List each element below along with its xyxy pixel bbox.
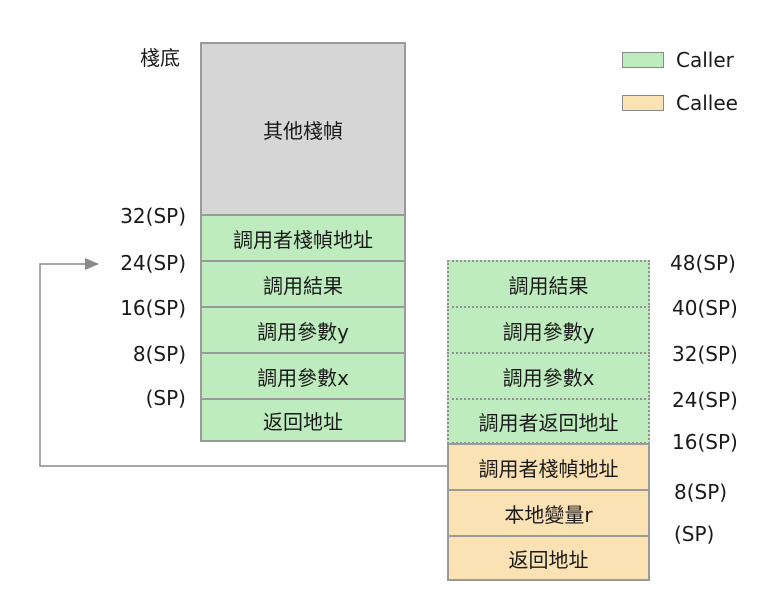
right-offset-8: 8(SP) [674, 480, 728, 504]
right-offset-40: 40(SP) [672, 296, 738, 320]
legend-caller-label: Caller [676, 48, 734, 72]
legend-callee-swatch [622, 95, 664, 111]
left-offset-16: 16(SP) [120, 296, 186, 320]
left-offset-0: (SP) [145, 386, 186, 410]
left-offset-8: 8(SP) [132, 342, 186, 366]
left-offset-32: 32(SP) [120, 204, 186, 228]
left-cell-arg-x: 調用參數x [200, 352, 406, 400]
stack-bottom-label: 棧底 [140, 46, 180, 70]
legend-caller-swatch [622, 52, 664, 68]
legend-callee-label: Callee [676, 91, 738, 115]
left-cell-return-address: 返回地址 [200, 398, 406, 442]
right-offset-32: 32(SP) [672, 342, 738, 366]
right-cell-caller-frame-address: 調用者棧幀地址 [447, 443, 650, 491]
right-offset-48: 48(SP) [670, 251, 736, 275]
left-offset-24: 24(SP) [120, 251, 186, 275]
right-cell-call-result: 調用結果 [447, 260, 650, 308]
left-cell-arg-y: 調用參數y [200, 306, 406, 354]
other-frames-text: 其他棧幀 [263, 118, 343, 143]
right-offset-16: 16(SP) [672, 430, 738, 454]
right-cell-return-address: 返回地址 [447, 535, 650, 581]
other-frames-block: 其他棧幀 [200, 42, 406, 216]
right-cell-caller-return-address: 調用者返回地址 [447, 398, 650, 444]
left-cell-caller-frame-address: 調用者棧幀地址 [200, 214, 406, 262]
right-cell-arg-y: 調用參數y [447, 306, 650, 354]
right-cell-arg-x: 調用參數x [447, 352, 650, 400]
right-cell-local-var-r: 本地變量r [447, 489, 650, 537]
left-cell-call-result: 調用結果 [200, 260, 406, 308]
right-offset-24: 24(SP) [672, 388, 738, 412]
right-offset-0: (SP) [674, 522, 715, 546]
